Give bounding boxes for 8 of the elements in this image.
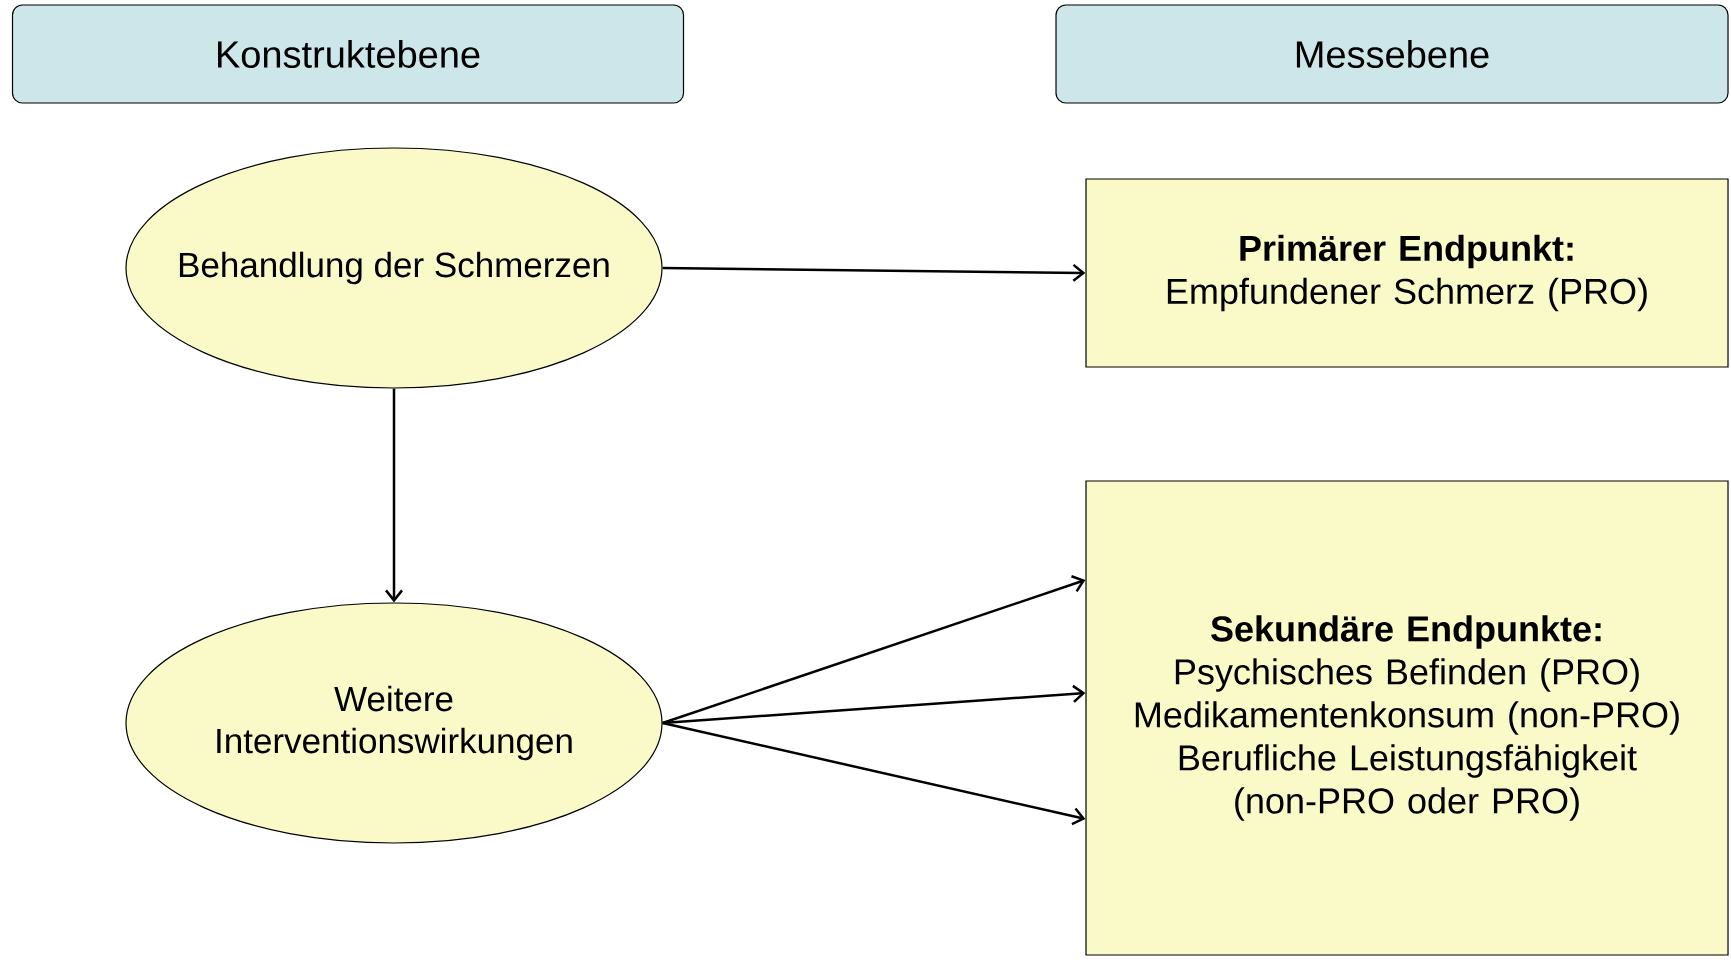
header-box: Konstruktebene (11, 4, 685, 104)
arrow (662, 575, 1086, 725)
header-box: Messebene (1055, 4, 1729, 104)
arrow (385, 388, 403, 603)
arrow (662, 721, 1086, 826)
endpoint-box: Sekundäre Endpunkte: Psychisches Befinden (PRO) Medikamentenkonsum (non-PRO) Berufliche Leistungsfähigkeit (non-PRO oder PRO) (1085, 480, 1729, 956)
endpoint-box: Primärer Endpunkt: Empfundener Schmerz (PRO) (1085, 178, 1729, 368)
arrow (662, 263, 1086, 282)
